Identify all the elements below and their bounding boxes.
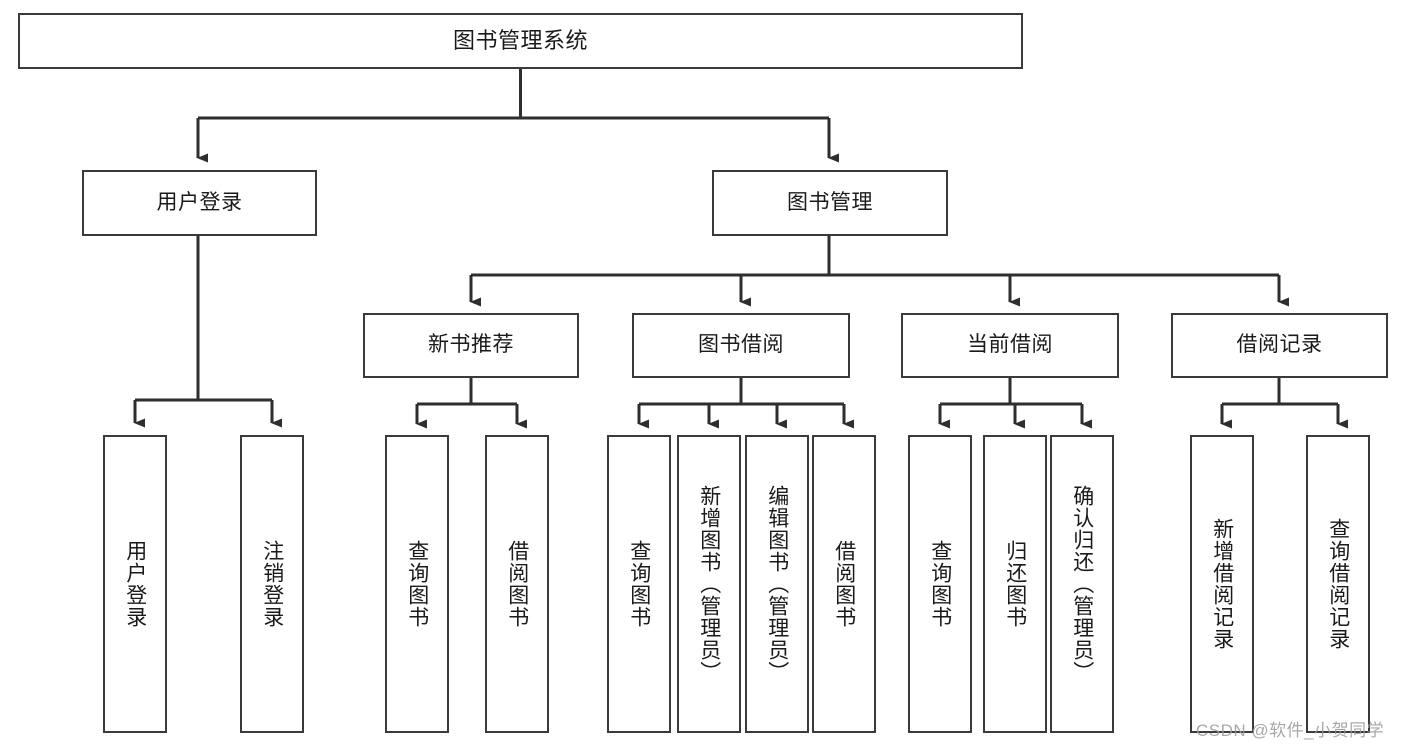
leaf-query-record-label: 查询借阅记录: [1326, 518, 1350, 650]
leaf-borrow-book-2[interactable]: 借阅图书: [812, 435, 876, 733]
leaf-query-book-2-label: 查询图书: [627, 540, 651, 628]
node-book-borrow[interactable]: 图书借阅: [632, 313, 850, 378]
leaf-edit-book-label: 编辑图书（管理员）: [765, 485, 789, 683]
leaf-return-book-label: 归还图书: [1003, 540, 1027, 628]
node-user-login-label: 用户登录: [156, 190, 243, 214]
node-user-login[interactable]: 用户登录: [82, 170, 317, 236]
leaf-logout-label: 注销登录: [260, 540, 284, 628]
node-current-borrow[interactable]: 当前借阅: [901, 313, 1119, 378]
leaf-add-book[interactable]: 新增图书（管理员）: [677, 435, 741, 733]
node-current-borrow-label: 当前借阅: [967, 333, 1053, 357]
leaf-query-book-3[interactable]: 查询图书: [908, 435, 972, 733]
node-book-manage-label: 图书管理: [787, 190, 873, 214]
leaf-user-login[interactable]: 用户登录: [103, 435, 167, 733]
leaf-return-book[interactable]: 归还图书: [983, 435, 1047, 733]
node-root-label: 图书管理系统: [452, 28, 588, 54]
node-new-book-recommend[interactable]: 新书推荐: [363, 313, 579, 378]
node-new-book-recommend-label: 新书推荐: [428, 333, 514, 357]
leaf-borrow-book-2-label: 借阅图书: [832, 540, 856, 628]
leaf-query-record[interactable]: 查询借阅记录: [1306, 435, 1370, 733]
leaf-query-book-1[interactable]: 查询图书: [385, 435, 449, 733]
leaf-query-book-2[interactable]: 查询图书: [607, 435, 671, 733]
leaf-add-record-label: 新增借阅记录: [1210, 518, 1234, 650]
leaf-confirm-return-label: 确认归还（管理员）: [1070, 485, 1094, 683]
leaf-logout[interactable]: 注销登录: [240, 435, 304, 733]
node-book-manage[interactable]: 图书管理: [712, 170, 948, 236]
node-borrow-record[interactable]: 借阅记录: [1171, 313, 1388, 378]
node-root[interactable]: 图书管理系统: [18, 13, 1023, 69]
leaf-borrow-book-1[interactable]: 借阅图书: [485, 435, 549, 733]
leaf-confirm-return[interactable]: 确认归还（管理员）: [1050, 435, 1114, 733]
node-book-borrow-label: 图书借阅: [698, 333, 784, 357]
csdn-watermark: CSDN @软件_小贺同学: [1196, 721, 1385, 740]
leaf-user-login-label: 用户登录: [123, 540, 147, 628]
leaf-query-book-1-label: 查询图书: [405, 540, 429, 628]
node-borrow-record-label: 借阅记录: [1236, 333, 1323, 357]
leaf-add-book-label: 新增图书（管理员）: [697, 485, 721, 683]
leaf-edit-book[interactable]: 编辑图书（管理员）: [745, 435, 809, 733]
leaf-add-record[interactable]: 新增借阅记录: [1190, 435, 1254, 733]
leaf-query-book-3-label: 查询图书: [928, 540, 952, 628]
leaf-borrow-book-1-label: 借阅图书: [505, 540, 529, 628]
